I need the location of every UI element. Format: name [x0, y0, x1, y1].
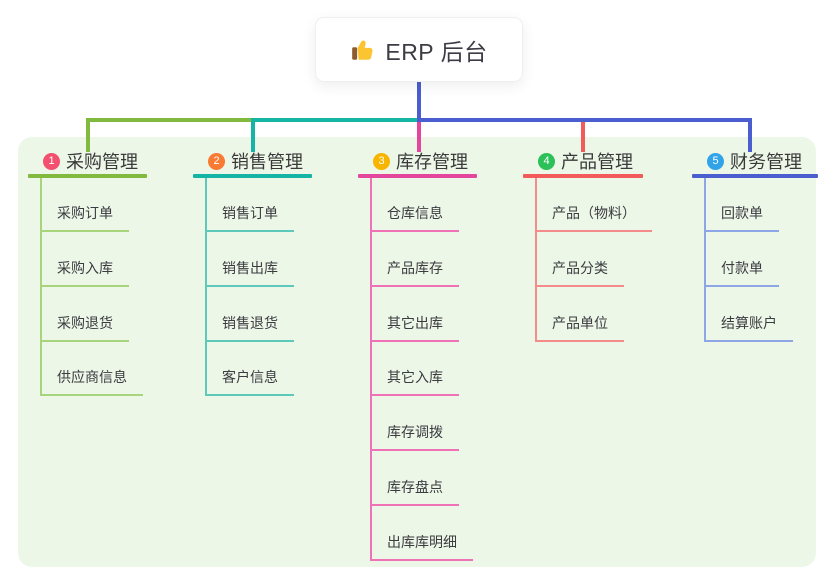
branch-underline — [358, 174, 477, 178]
branch-underline — [28, 174, 147, 178]
child-node[interactable]: 采购退货 — [40, 313, 129, 342]
child-label: 销售出库 — [222, 259, 278, 276]
branch-node[interactable]: 3 库存管理 — [358, 148, 477, 174]
child-label: 采购订单 — [57, 205, 113, 221]
branch-child-connector — [704, 178, 706, 341]
child-label: 库存调拨 — [387, 424, 443, 441]
child-label: 结算账户 — [721, 314, 777, 331]
hline-teal — [251, 118, 417, 122]
child-node[interactable]: 其它入库 — [370, 367, 459, 397]
branch-drop-line — [417, 122, 421, 152]
branch-drop-line — [86, 118, 90, 152]
child-label: 销售退货 — [222, 314, 278, 331]
root-node[interactable]: ERP 后台 — [315, 17, 523, 82]
branch-child-connector — [535, 178, 537, 341]
branch-node[interactable]: 1 采购管理 — [28, 148, 147, 174]
child-label: 付款单 — [721, 259, 763, 276]
child-label: 其它出库 — [387, 314, 443, 331]
hline-blue — [417, 118, 752, 122]
branch-node[interactable]: 2 销售管理 — [193, 148, 312, 174]
branch-label: 销售管理 — [231, 152, 303, 172]
branch-number-badge: 5 — [707, 152, 724, 170]
child-label: 销售订单 — [222, 205, 278, 221]
child-node[interactable]: 产品单位 — [535, 313, 624, 342]
child-label: 出库库明细 — [387, 533, 457, 550]
child-label: 产品单位 — [552, 314, 608, 331]
branch-drop-line — [251, 118, 255, 152]
child-node[interactable]: 出库库明细 — [370, 532, 473, 561]
branch-number-badge: 4 — [538, 152, 555, 170]
branch-label: 产品管理 — [561, 152, 633, 172]
child-node[interactable]: 产品（物料） — [535, 203, 652, 232]
branch-underline — [523, 174, 643, 178]
child-label: 采购退货 — [57, 314, 113, 331]
branch-number-badge: 2 — [208, 152, 225, 170]
root-label: ERP 后台 — [385, 38, 488, 65]
child-label: 供应商信息 — [57, 369, 127, 386]
branch-node[interactable]: 4 产品管理 — [523, 148, 643, 174]
child-node[interactable]: 库存盘点 — [370, 477, 459, 506]
child-node[interactable]: 结算账户 — [704, 313, 793, 342]
child-node[interactable]: 销售退货 — [205, 313, 294, 342]
child-node[interactable]: 客户信息 — [205, 367, 294, 397]
child-label: 库存盘点 — [387, 479, 443, 495]
branch-label: 财务管理 — [730, 152, 802, 172]
branch-number-badge: 1 — [43, 152, 60, 170]
child-label: 回款单 — [721, 205, 763, 221]
child-label: 产品库存 — [387, 259, 443, 276]
branches-background-panel — [18, 137, 816, 567]
child-label: 产品（物料） — [552, 205, 636, 221]
thumbs-up-icon — [350, 37, 376, 63]
child-node[interactable]: 供应商信息 — [40, 367, 143, 397]
child-node[interactable]: 仓库信息 — [370, 203, 459, 232]
hline-green — [86, 118, 253, 122]
branch-underline — [692, 174, 818, 178]
child-node[interactable]: 产品分类 — [535, 258, 624, 287]
branch-underline — [193, 174, 312, 178]
branch-drop-line — [748, 118, 752, 152]
branch-number-badge: 3 — [373, 152, 390, 170]
branch-node[interactable]: 5 财务管理 — [692, 148, 818, 174]
branch-label: 采购管理 — [66, 152, 138, 172]
child-node[interactable]: 付款单 — [704, 258, 779, 287]
child-node[interactable]: 销售订单 — [205, 203, 294, 232]
child-node[interactable]: 采购订单 — [40, 203, 129, 232]
child-node[interactable]: 回款单 — [704, 203, 779, 232]
child-label: 其它入库 — [387, 369, 443, 386]
branch-label: 库存管理 — [396, 152, 468, 172]
root-stem-line — [417, 82, 421, 120]
child-node[interactable]: 库存调拨 — [370, 422, 459, 452]
child-label: 客户信息 — [222, 369, 278, 386]
child-label: 采购入库 — [57, 259, 113, 276]
child-label: 产品分类 — [552, 259, 608, 276]
child-node[interactable]: 产品库存 — [370, 258, 459, 287]
branch-child-connector — [370, 178, 372, 560]
child-node[interactable]: 其它出库 — [370, 313, 459, 342]
child-label: 仓库信息 — [387, 205, 443, 221]
branch-drop-line — [581, 122, 585, 152]
child-node[interactable]: 销售出库 — [205, 258, 294, 287]
child-node[interactable]: 采购入库 — [40, 258, 129, 287]
